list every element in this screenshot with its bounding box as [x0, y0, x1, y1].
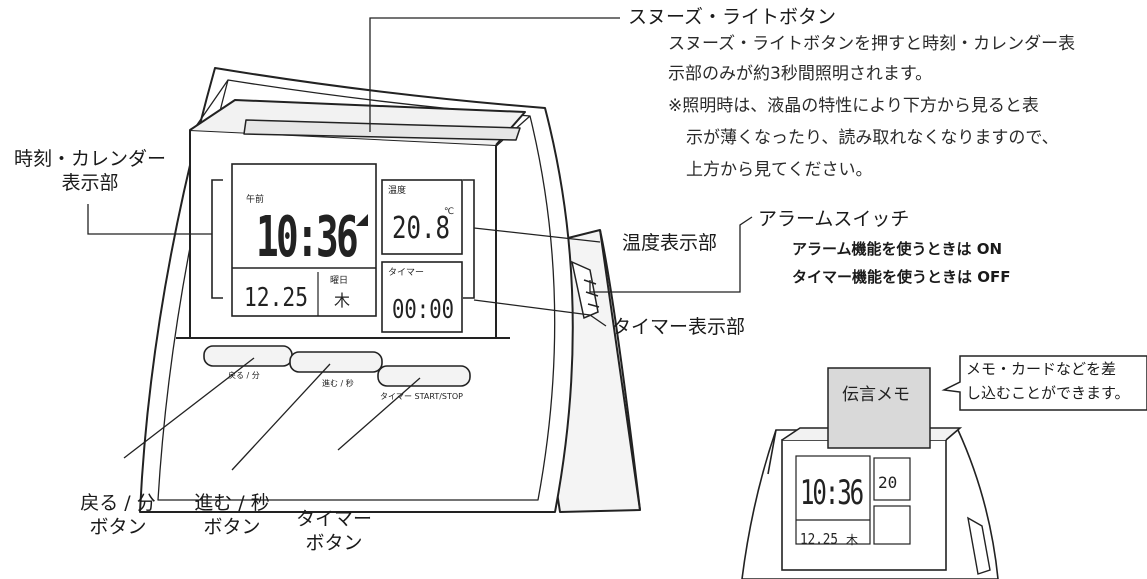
front-buttons — [203, 345, 471, 387]
timer-button-caption: タイマー START/STOP — [380, 392, 463, 401]
lcd-panels — [231, 163, 463, 333]
lcd-temp-label: 温度 — [388, 184, 406, 196]
memo-bubble-line1: メモ・カードなどを差 — [966, 360, 1117, 378]
memo-bubble-line2: し込むことができます。 — [966, 384, 1130, 402]
leader-lines — [87, 17, 753, 471]
lcd-weekday: 木 — [334, 291, 350, 310]
snooze-note-line3: 上方から見てください。 — [686, 160, 873, 180]
lcd-temp: 20.8 — [392, 211, 450, 246]
memo-card-text: 伝言メモ — [842, 385, 910, 405]
forward-sec-button-label-line2: ボタン — [203, 515, 261, 538]
snooze-note-line2: 示が薄くなったり、読み取れなくなりますので、 — [686, 128, 1059, 148]
lcd-timer-label: タイマー — [388, 267, 424, 278]
forward-sec-button-label-line1: 進む / 秒 — [194, 492, 270, 514]
memo-bubble — [941, 355, 1147, 411]
timer-button-label-line2: ボタン — [305, 531, 363, 554]
lcd-temp-unit: ℃ — [444, 207, 454, 217]
snooze-light-title: スヌーズ・ライトボタン — [628, 6, 837, 28]
lcd-brackets — [211, 179, 475, 299]
alarm-off-note: タイマー機能を使うときは OFF — [792, 268, 1011, 286]
back-min-button-label-line2: ボタン — [89, 515, 147, 538]
temp-display-label: 温度表示部 — [622, 232, 718, 254]
clock-display-label-line1: 時刻・カレンダー — [13, 148, 166, 170]
timer-button-label: タイマー ボタン — [278, 508, 390, 556]
svg-text:12.25: 12.25 — [800, 530, 838, 548]
lcd-time: 10:36 — [256, 205, 357, 270]
alarm-switch[interactable] — [570, 260, 600, 320]
timer-button-label-line1: タイマー — [295, 508, 372, 530]
alarm-on-note: アラーム機能を使うときは ON — [792, 240, 1003, 258]
lcd-date: 12.25 — [244, 283, 308, 313]
small-alarm-switch — [967, 516, 991, 575]
svg-text:木: 木 — [846, 533, 858, 547]
alarm-switch-label: アラームスイッチ — [758, 208, 910, 230]
snooze-note-line1: ※照明時は、液晶の特性により下方から見ると表 — [668, 96, 1039, 116]
forward-sec-button-label: 進む / 秒 ボタン — [176, 492, 288, 540]
snooze-desc-line2: 示部のみが約3秒間照明されます。 — [668, 64, 933, 84]
fwd-button-caption: 進む / 秒 — [322, 378, 354, 388]
memo-card — [827, 367, 931, 449]
clock-display-label: 時刻・カレンダー 表示部 — [6, 148, 174, 196]
clock-display-label-line2: 表示部 — [61, 171, 119, 194]
small-clock — [741, 427, 999, 579]
timer-display-label: タイマー表示部 — [612, 316, 746, 338]
back-button-caption: 戻る / 分 — [228, 370, 260, 380]
svg-text:20: 20 — [878, 473, 897, 492]
lcd-timer: 00:00 — [392, 295, 454, 325]
snooze-desc-line1: スヌーズ・ライトボタンを押すと時刻・カレンダー表 — [668, 34, 1076, 54]
back-min-button-label: 戻る / 分 ボタン — [62, 492, 174, 540]
forward-sec-button[interactable] — [289, 351, 383, 373]
lcd-weekday-label: 曜日 — [330, 275, 348, 286]
svg-text:10:36: 10:36 — [800, 473, 863, 513]
lcd-ampm: 午前 — [246, 193, 264, 205]
signal-icon — [356, 214, 368, 226]
small-lcd: 10:36 20 12.25 木 — [800, 473, 897, 548]
back-min-button-label-line1: 戻る / 分 — [80, 492, 156, 514]
lcd-content: 午前 10:36 12.25 曜日 木 温度 20.8 ℃ タイマー 00:00 — [244, 184, 454, 325]
timer-start-stop-button[interactable] — [377, 365, 471, 387]
